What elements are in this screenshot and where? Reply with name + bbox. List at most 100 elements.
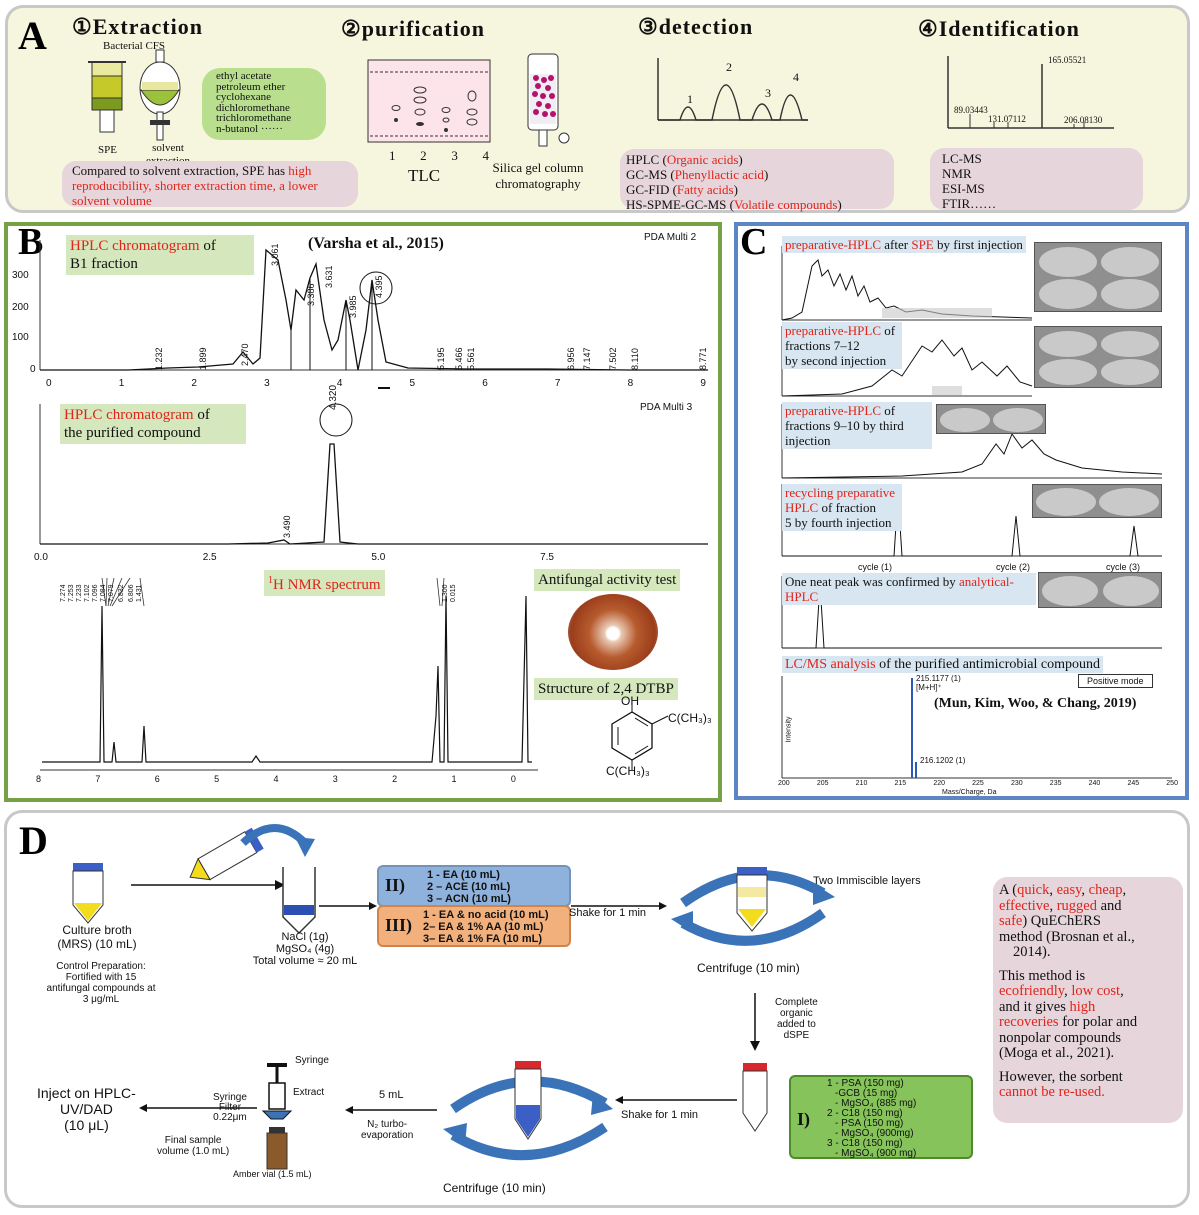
antifungal-plate-image-b: [1034, 326, 1162, 388]
tlc-label: TLC: [408, 166, 441, 185]
panel-letter: D: [19, 818, 48, 863]
solvent-item: trichloromethane: [216, 112, 292, 124]
peak-label: 4.320: [328, 384, 339, 410]
peak-label: 5.561: [466, 347, 476, 370]
detection-line: GC-FID (Fatty acids): [626, 182, 738, 197]
amber-vial-label: Amber vial (1.5 mL): [233, 1169, 312, 1179]
centrifuge-icon-1: [671, 867, 835, 946]
prep-hplc-label-1: preparative-HPLC after SPE by first inje…: [782, 236, 1026, 253]
arrow: [319, 902, 377, 910]
peak-label: 3.386: [306, 283, 316, 306]
mass-spectrum-icon: [947, 56, 1114, 129]
centrifuge-label-1: Centrifuge (10 min): [697, 961, 800, 975]
curved-arrow-icon: [240, 824, 315, 857]
panel-d: D Culture broth(MRS) (10 mL) Control Pre…: [4, 810, 1190, 1208]
y-tick: 200: [12, 302, 29, 313]
two-layers-label: Two Immiscible layers: [813, 875, 921, 887]
volume-label: 5 mL: [379, 1089, 404, 1101]
petri-dish-image: [568, 594, 658, 670]
tlc-lane: 4: [482, 148, 489, 163]
comparison-text: Compared to solvent extraction, SPE has: [72, 163, 289, 178]
arrow: [750, 993, 760, 1051]
culture-tube-icon: [72, 863, 104, 924]
ms-peak-label: 206.08130: [1064, 115, 1103, 125]
arrow: [615, 1096, 737, 1104]
step-detection-title: ③detection: [638, 14, 754, 39]
sorbent-list: 1 - PSA (150 mg)-GCB (15 mg)- MgSO₄ (885…: [827, 1078, 917, 1159]
chromatogram-purified: [39, 403, 708, 545]
nmr-peak-label: 1.300: [442, 584, 449, 602]
panel-letter: B: [18, 221, 44, 263]
identification-methods: LC-MS NMR ESI-MS FTIR……: [930, 148, 1143, 211]
arrow: [345, 1106, 437, 1114]
peak-label: 4: [793, 70, 799, 84]
spe-cartridge-icon: [88, 61, 126, 133]
peak-label: 1.232: [154, 347, 164, 370]
prep-hplc-chromatogram-1: [781, 246, 1033, 321]
peak-label: 7.502: [608, 347, 618, 370]
peak-label: 6.956: [566, 347, 576, 370]
ms-peak-label: 165.05521: [1048, 55, 1087, 65]
syringe-label: Syringe: [295, 1055, 329, 1066]
nmr-peak-label: 7.233: [76, 584, 83, 602]
panel-letter: A: [18, 13, 47, 58]
cycle-label: cycle (3): [1106, 562, 1141, 572]
evaporation-label: N₂ turbo-evaporation: [361, 1119, 414, 1141]
nmr-label: 1H NMR spectrum: [264, 570, 385, 596]
nmr-peak-label: 7.096: [92, 584, 99, 602]
tert-butyl-label: C(CH₃)₃: [668, 711, 712, 725]
extraction-tube-icon: [282, 867, 316, 935]
nmr-peak-label: 6.832: [118, 584, 125, 602]
ms-peak-label: 215.1177 (1)[M+H]⁺: [916, 674, 961, 692]
spe-label: SPE: [98, 144, 117, 156]
inject-hplc-label: Inject on HPLC-UV/DAD(10 μL): [37, 1085, 136, 1133]
hydroxyl-label: OH: [621, 694, 639, 708]
solvent-item: ethyl acetate: [216, 70, 272, 82]
pda-label-2: PDA Multi 3: [640, 402, 693, 413]
panel-letter: C: [740, 221, 768, 263]
spe-comparison-note: Compared to solvent extraction, SPE has …: [62, 161, 358, 208]
tlc-lane: 1: [389, 148, 396, 163]
centrifuge-label-2: Centrifuge (10 min): [443, 1181, 546, 1195]
detection-line: HPLC (Organic acids): [626, 152, 743, 167]
citation-varsha: (Varsha et al., 2015): [308, 235, 444, 252]
antifungal-plate-image-a: [1034, 242, 1162, 312]
y-tick: 100: [12, 332, 29, 343]
lcms-spectrum: [781, 676, 1172, 779]
positive-mode-label: Positive mode: [1078, 674, 1153, 688]
silica-label: Silica gel column chromatography: [492, 160, 584, 191]
citation-mun: (Mun, Kim, Woo, & Chang, 2019): [934, 696, 1137, 711]
dspe-tube-icon: [742, 1063, 768, 1132]
cycle-label: cycle (2): [996, 562, 1031, 572]
shake-label-1: Shake for 1 min: [569, 907, 647, 919]
shake-label-2: Shake for 1 min: [621, 1109, 699, 1121]
solvent-item: petroleum ether: [216, 80, 286, 93]
nmr-peak-label: 7.084: [100, 584, 107, 602]
peak-label: 3: [765, 86, 771, 100]
antifungal-label: Antifungal activity test: [534, 569, 681, 591]
nmr-peak-label: 7.102: [84, 584, 91, 602]
arrow: [139, 1104, 257, 1112]
peak-label: 7.147: [582, 347, 592, 370]
nmr-peak-label: 6.806: [128, 584, 135, 602]
tlc-lane: 2: [420, 148, 427, 163]
analytical-hplc-label: One neat peak was confirmed by analytica…: [782, 573, 1036, 605]
identification-item: LC-MS: [942, 151, 982, 166]
bacterial-cfs-label: Bacterial CFS: [103, 40, 166, 52]
cycle-label: cycle (1): [858, 562, 893, 572]
tlc-lane-numbers: 1 2 3 4: [389, 148, 489, 163]
step-purification-title: ②purification: [341, 16, 485, 41]
nmr-peak-label: 0.015: [450, 584, 457, 602]
silica-column-icon: [527, 53, 570, 147]
peak-label: 8.771: [698, 347, 708, 370]
